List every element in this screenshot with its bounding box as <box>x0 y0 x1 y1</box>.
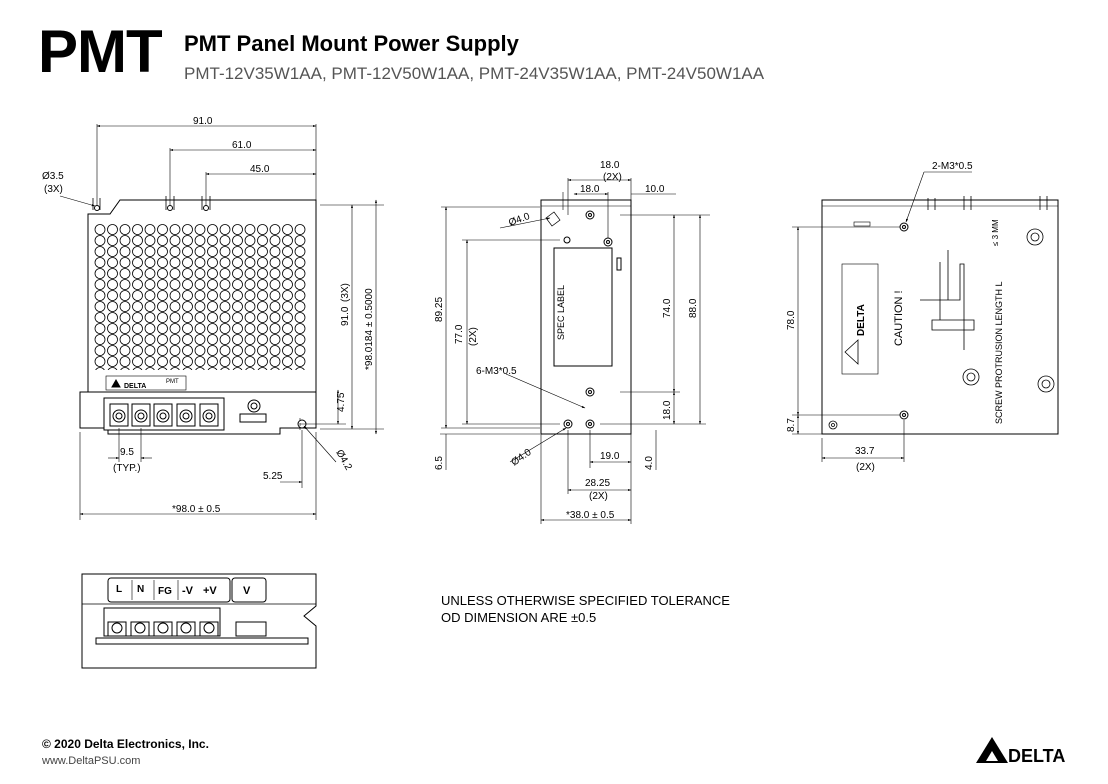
dim-height-91-count: (3X) <box>340 283 351 302</box>
tolerance-notes: UNLESS OTHERWISE SPECIFIED TOLERANCE OD … <box>441 593 730 625</box>
dim-side-28-25: 28.25 <box>585 478 610 489</box>
terminal-label-l: L <box>116 584 122 595</box>
front-label-model: PMT <box>166 379 179 385</box>
caution-label: CAUTION ! <box>893 290 905 346</box>
note-line-1: UNLESS OTHERWISE SPECIFIED TOLERANCE <box>441 593 730 608</box>
spec-label: SPEC LABEL <box>556 285 566 340</box>
dim-side-28-25-count: (2X) <box>589 491 608 502</box>
dim-hole-4-2: Ø4.2 <box>333 448 354 473</box>
dim-pitch-typ: (TYP.) <box>113 463 141 474</box>
dim-side-89-25: 89.25 <box>434 297 445 322</box>
dim-5-25: 5.25 <box>263 471 283 482</box>
dim-width-91: 91.0 <box>193 116 213 127</box>
protrusion-label: SCREW PROTRUSION LENGTH L <box>994 281 1004 424</box>
dim-side-19: 19.0 <box>600 451 620 462</box>
side-view-dimensions: 18.0 (2X) 18.0 10.0 Ø4.0 SPEC LABEL 89.2… <box>434 160 699 521</box>
rear-brand: DELTA <box>856 304 867 336</box>
dim-rear-8-7: 8.7 <box>786 418 797 432</box>
dim-side-18a-count: (2X) <box>603 172 622 183</box>
delta-logo-icon: DELTA <box>976 737 1065 766</box>
terminal-label-n: N <box>137 584 144 595</box>
dim-side-10: 10.0 <box>645 184 665 195</box>
dim-side-77: 77.0 <box>454 324 465 344</box>
dim-side-overall: *38.0 ± 0.5 <box>566 510 615 521</box>
dim-side-18b: 18.0 <box>580 184 600 195</box>
protrusion-max: ≤ 3 MM <box>991 219 1000 246</box>
dim-4-75: 4.75 <box>336 392 347 412</box>
dim-side-18: 18.0 <box>662 400 673 420</box>
footer-brand: DELTA <box>1008 746 1065 766</box>
model-list: PMT-12V35W1AA, PMT-12V50W1AA, PMT-24V35W… <box>184 64 765 83</box>
note-line-2: OD DIMENSION ARE ±0.5 <box>441 610 596 625</box>
dim-rear-33-7: 33.7 <box>855 446 875 457</box>
product-logo: PMT <box>38 18 163 85</box>
terminal-label-plus-v: +V <box>203 585 217 597</box>
terminal-labels: L N FG -V +V V <box>116 584 251 597</box>
dim-hole-diameter: Ø3.5 <box>42 171 64 182</box>
website-link[interactable]: www.DeltaPSU.com <box>42 755 141 767</box>
terminal-label-v-adj: V <box>243 585 251 597</box>
dim-side-hole-a: Ø4.0 <box>507 211 532 229</box>
rear-view <box>792 171 1059 462</box>
dim-side-18a: 18.0 <box>600 160 620 171</box>
dim-side-88: 88.0 <box>688 298 699 318</box>
dim-width-45: 45.0 <box>250 164 270 175</box>
front-label-brand: DELTA <box>124 383 146 390</box>
dim-height-91: 91.0 <box>340 306 351 326</box>
page-title: PMT Panel Mount Power Supply <box>184 31 519 56</box>
dim-terminal-pitch: 9.5 <box>120 447 134 458</box>
front-view <box>59 124 384 520</box>
dim-overall-height: *98.0184 ± 0.5000 <box>364 288 375 370</box>
dim-rear-m3: 2-M3*0.5 <box>932 161 973 172</box>
terminal-label-minus-v: -V <box>182 585 194 597</box>
dim-side-77-count: (2X) <box>468 327 479 346</box>
delta-logo: DELTA <box>972 731 1082 767</box>
dim-side-6-5: 6.5 <box>434 456 445 470</box>
side-view <box>440 178 710 524</box>
terminal-label-fg: FG <box>158 586 172 597</box>
dim-width-61: 61.0 <box>232 140 252 151</box>
dim-rear-33-7-count: (2X) <box>856 462 875 473</box>
dim-hole-count: (3X) <box>44 184 63 195</box>
dim-overall-width: *98.0 ± 0.5 <box>172 504 221 515</box>
dim-rear-78: 78.0 <box>786 310 797 330</box>
dim-side-74: 74.0 <box>662 298 673 318</box>
copyright: © 2020 Delta Electronics, Inc. <box>42 737 209 751</box>
rear-view-dimensions: 2-M3*0.5 78.0 8.7 33.7 (2X) CAUTION ! SC… <box>786 161 1004 473</box>
dim-side-4: 4.0 <box>644 456 655 470</box>
terminal-view <box>81 573 317 669</box>
dim-side-m3: 6-M3*0.5 <box>476 366 517 377</box>
